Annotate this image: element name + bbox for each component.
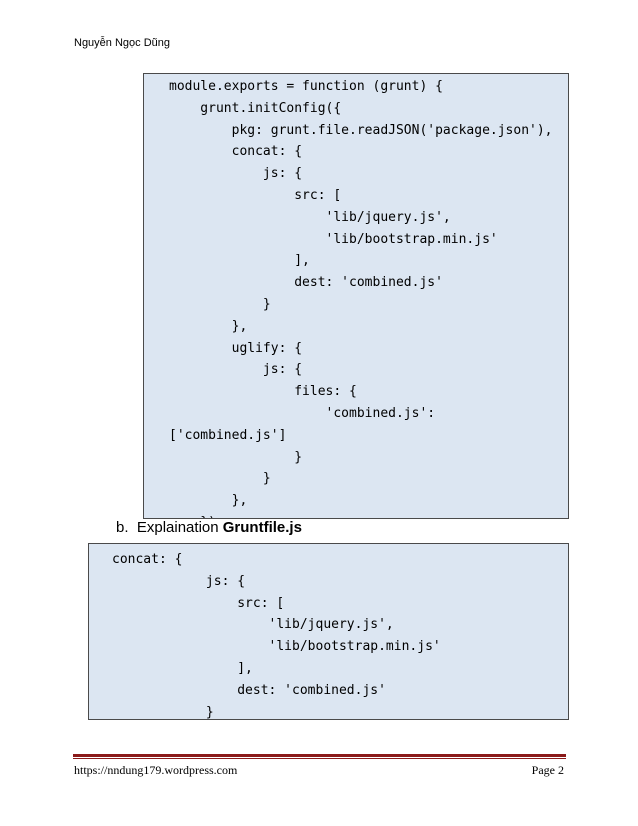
footer-page-number: Page 2: [531, 763, 564, 777]
header-author: Nguyễn Ngọc Dũng: [74, 37, 171, 49]
footer-url: https://nndung179.wordpress.com: [74, 763, 238, 777]
code-text: module.exports = function (grunt) { grun…: [169, 79, 553, 518]
footer-rule-thick: [73, 754, 566, 757]
code-block-gruntfile: module.exports = function (grunt) { grun…: [143, 73, 569, 519]
section-text: Explaination: [136, 519, 219, 536]
code-block-concat: concat: { js: { src: [ 'lib/jquery.js', …: [88, 543, 569, 720]
footer-rule-thin: [73, 758, 566, 759]
section-heading: b. Explaination Gruntfile.js: [116, 519, 302, 536]
code-text: concat: { js: { src: [ 'lib/jquery.js', …: [112, 552, 441, 720]
section-marker: b.: [116, 519, 129, 536]
section-bold-text: Gruntfile.js: [222, 519, 302, 536]
